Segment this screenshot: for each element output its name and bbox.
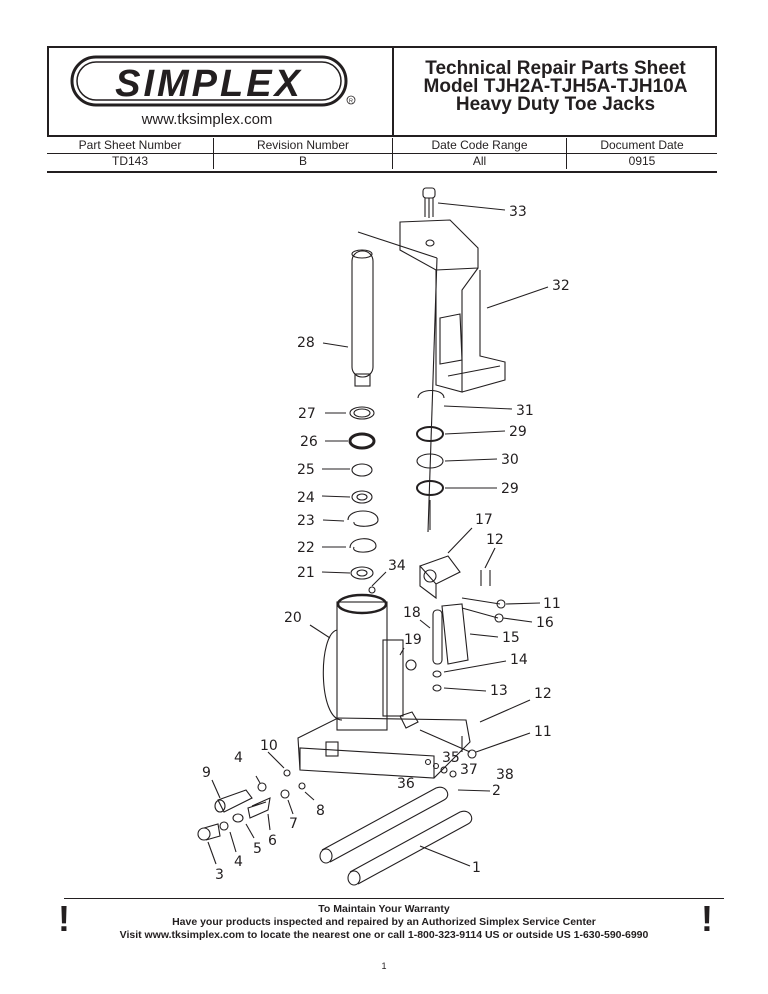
callout-4-lower: 4 <box>234 854 243 870</box>
callout-28: 28 <box>297 335 315 351</box>
exploded-parts-diagram: 33 32 28 31 27 29 26 30 25 29 24 23 17 2… <box>197 187 570 886</box>
title-line-1: Technical Repair Parts Sheet <box>425 58 686 79</box>
callout-13: 13 <box>490 683 508 699</box>
callout-22: 22 <box>297 540 315 556</box>
svg-text:R: R <box>349 99 353 105</box>
callout-11: 11 <box>543 596 561 612</box>
col-revision-number: Revision Number <box>213 138 393 154</box>
callout-12-lower: 12 <box>534 686 552 702</box>
document-info-table: Part Sheet Number Revision Number Date C… <box>47 138 717 169</box>
callout-24: 24 <box>297 490 315 506</box>
callout-17: 17 <box>475 512 493 528</box>
callout-18: 18 <box>403 605 421 621</box>
simplex-logo: SIMPLEX R <box>70 55 356 107</box>
callout-36: 36 <box>397 776 415 792</box>
page-title: Technical Repair Parts Sheet Model TJH2A… <box>394 58 717 115</box>
callout-33: 33 <box>509 204 527 220</box>
callout-25: 25 <box>297 462 315 478</box>
callout-5: 5 <box>253 841 262 857</box>
callout-30: 30 <box>501 452 519 468</box>
callout-8: 8 <box>316 803 325 819</box>
warranty-line-2: Visit www.tksimplex.com to locate the ne… <box>119 929 649 941</box>
callout-29-lower: 29 <box>501 481 519 497</box>
title-line-2: Model TJH2A-TJH5A-TJH10A <box>423 76 688 97</box>
callout-29: 29 <box>509 424 527 440</box>
header-box <box>47 46 717 137</box>
callout-38: 38 <box>496 767 514 783</box>
callout-11-lower: 11 <box>534 724 552 740</box>
callout-2: 2 <box>492 783 501 799</box>
header-divider <box>392 46 394 137</box>
callout-6: 6 <box>268 833 277 849</box>
title-line-3: Heavy Duty Toe Jacks <box>455 94 656 115</box>
col-part-sheet-number: Part Sheet Number <box>47 138 214 154</box>
warranty-heading: To Maintain Your Warranty <box>318 903 450 915</box>
col-document-date: Document Date <box>566 138 717 154</box>
callout-19: 19 <box>404 632 422 648</box>
page-number: 1 <box>381 961 387 971</box>
warning-exclamation-right: ! <box>701 898 713 939</box>
callout-34: 34 <box>388 558 406 574</box>
value-part-sheet-number: TD143 <box>47 153 214 169</box>
callout-4: 4 <box>234 750 243 766</box>
callout-9: 9 <box>202 765 211 781</box>
callout-12: 12 <box>486 532 504 548</box>
callout-7: 7 <box>289 816 298 832</box>
warning-exclamation-left: ! <box>58 898 70 939</box>
value-revision-number: B <box>213 153 393 169</box>
value-document-date: 0915 <box>628 154 656 168</box>
logo-text: SIMPLEX <box>115 63 303 105</box>
warranty-notice: To Maintain Your Warranty Have your prod… <box>60 903 708 942</box>
warranty-line-1: Have your products inspected and repaire… <box>172 916 596 928</box>
callout-37: 37 <box>460 762 478 778</box>
callout-23: 23 <box>297 513 315 529</box>
callout-16: 16 <box>536 615 554 631</box>
table-bottom-rule <box>47 171 717 173</box>
callout-32: 32 <box>552 278 570 294</box>
callout-10: 10 <box>260 738 278 754</box>
callout-15: 15 <box>502 630 520 646</box>
callout-14: 14 <box>510 652 528 668</box>
callout-26: 26 <box>300 434 318 450</box>
col-date-code-range: Date Code Range <box>392 138 567 154</box>
value-date-code-range: All <box>392 153 567 169</box>
callout-35: 35 <box>442 750 460 766</box>
footer-rule <box>64 898 724 899</box>
callout-21: 21 <box>297 565 315 581</box>
callout-20: 20 <box>284 610 302 626</box>
callout-31: 31 <box>516 403 534 419</box>
callout-3: 3 <box>215 867 224 883</box>
callout-27: 27 <box>298 406 316 422</box>
callout-1: 1 <box>472 860 481 876</box>
website-url: www.tksimplex.com <box>141 111 273 128</box>
